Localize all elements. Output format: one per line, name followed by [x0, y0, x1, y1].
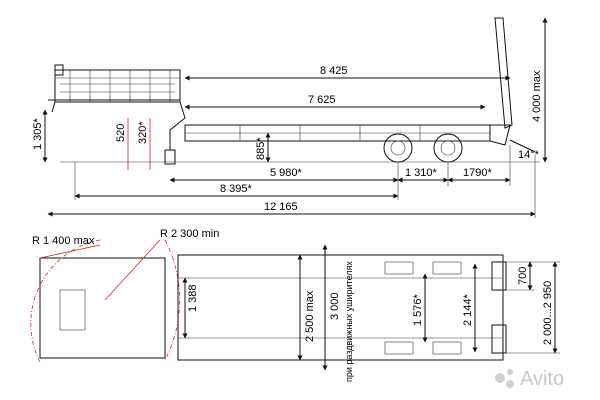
label-radius-front: R 1 400 max — [32, 235, 95, 247]
watermark-dot-1 — [495, 373, 505, 383]
watermark-dot-3 — [506, 380, 514, 388]
dim-track-front: 1 576* — [412, 293, 424, 326]
dim-width-max: 2 500 max — [304, 290, 316, 342]
dim-ramp-spacing: 2 000...2 950 — [542, 281, 554, 345]
label-radius-swing: R 2 300 min — [160, 228, 219, 240]
wheel-top-3 — [432, 261, 462, 275]
wheel-top-2 — [384, 341, 414, 355]
dim-rear-overhang: 1790* — [463, 167, 492, 179]
gooseneck-neck — [169, 101, 186, 150]
dim-deck-length: 7 625 — [308, 94, 336, 106]
label-extension-note: при раздвижных уширителях — [344, 261, 354, 382]
dim-gooseneck-width: 1 388 — [187, 284, 199, 312]
ramp-right — [491, 324, 507, 354]
dim-deck-height: 885* — [255, 137, 267, 160]
watermark-dot-2 — [507, 369, 513, 375]
dim-track-rear: 2 144* — [462, 293, 474, 326]
wheel-top-4 — [432, 341, 462, 355]
radius-swing-arc — [164, 239, 181, 361]
rear-ramp-raised — [494, 17, 513, 129]
dim-axle-span: 1 310* — [405, 167, 438, 179]
dim-gooseneck-520: 520 — [115, 124, 127, 142]
gooseneck-top — [39, 257, 166, 359]
deck-top — [177, 254, 504, 361]
wheel-front — [383, 133, 413, 163]
side-view: 8 425 7 625 4 000 max 1 305* 520 320* 88… — [32, 17, 548, 218]
dim-kingpin-to-axle: 8 395* — [220, 183, 253, 195]
dim-gooseneck-320: 320* — [137, 121, 149, 144]
dim-total-length: 8 425 — [320, 65, 348, 77]
dim-overall-length: 12 165 — [264, 201, 298, 213]
wheel-rear — [433, 133, 463, 163]
ramp-left — [491, 261, 507, 291]
dim-height-max: 4 000 max — [531, 70, 543, 122]
wheel-top-1 — [384, 261, 414, 275]
watermark: Avito — [495, 368, 564, 390]
dim-coupling-height: 1 305* — [32, 117, 44, 150]
dim-front-to-axle: 5 980* — [270, 167, 303, 179]
top-view: R 1 400 max R 2 300 min 1 388 2 500 max … — [30, 228, 560, 382]
support-leg — [164, 149, 176, 165]
dim-ramp-angle: 14°* — [518, 149, 540, 161]
radius-front-arc — [30, 239, 101, 363]
watermark-text: Avito — [520, 368, 564, 390]
rear-ramp-base — [489, 124, 511, 146]
dim-ramp-width: 700 — [517, 267, 529, 285]
front-platform — [54, 69, 181, 103]
dim-width-extended: 3 000 — [329, 292, 341, 320]
